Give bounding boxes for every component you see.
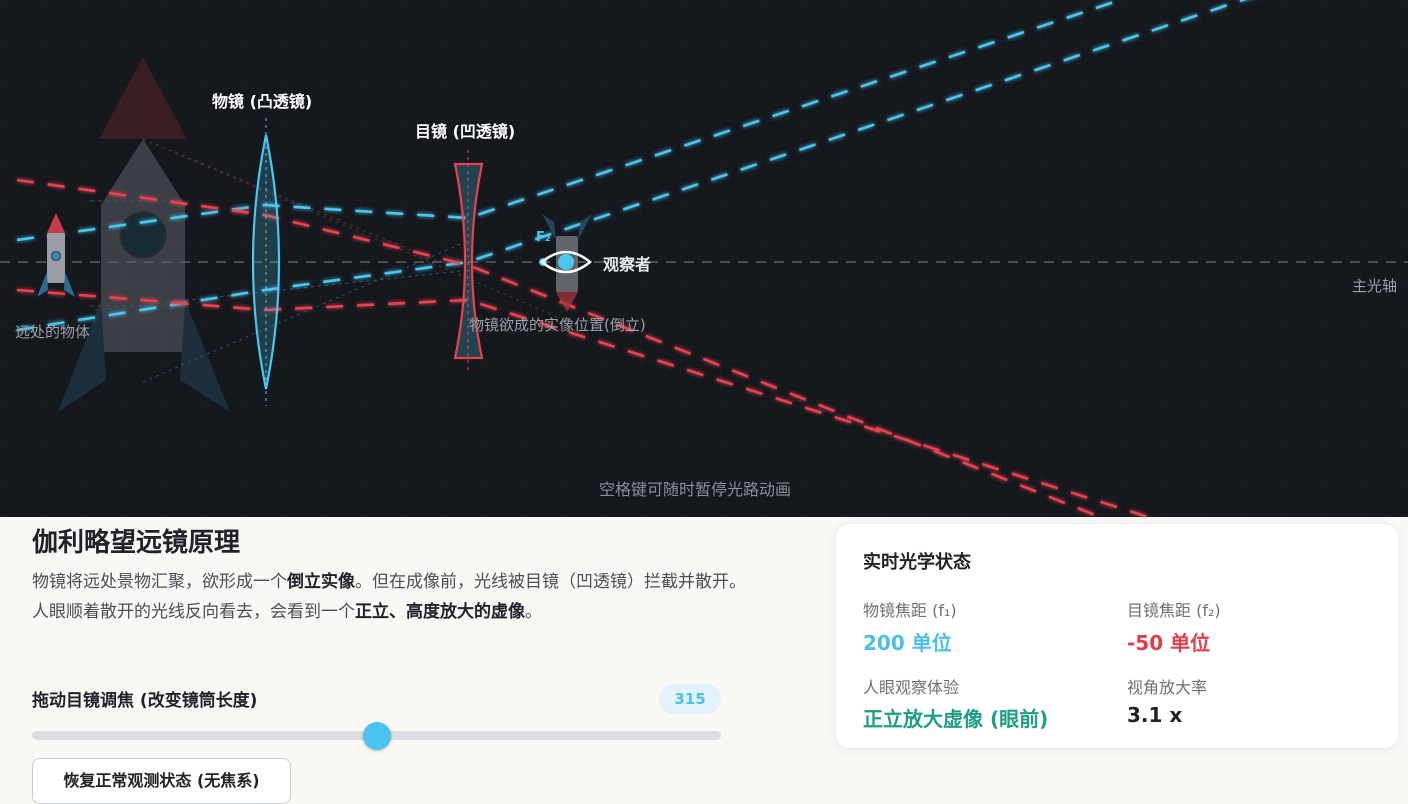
f1-value: 200 单位 [863,631,952,655]
slider-value-badge: 315 [659,684,721,714]
desc-line1-a: 物镜将远处景物汇聚，欲形成一个 [32,572,287,592]
eyepiece-concave-lens [453,150,484,372]
optics-diagram [0,0,1408,517]
page-title: 伽利略望远镜原理 [32,528,241,558]
focus-slider-thumb[interactable] [362,722,391,750]
status-card: 实时光学状态 物镜焦距 (f₁) 200 单位 目镜焦距 (f₂) -50 单位… [835,523,1399,749]
desc-line2-c: 。 [525,602,542,622]
cyan-rays [16,0,1247,332]
f2-value: -50 单位 [1127,631,1211,655]
desc-line2-b: 正立、高度放大的虚像 [355,602,525,622]
f2-label: 目镜焦距 (f₂) [1127,601,1221,620]
eye-experience-value: 正立放大虚像 (眼前) [863,707,1049,731]
objective-convex-lens [251,118,281,406]
real-image-inverted [542,214,592,312]
object-rocket [37,213,75,297]
magnification-label: 视角放大率 [1127,678,1208,697]
optics-canvas: 物镜 (凸透镜) 目镜 (凹透镜) F₂ 观察者 主光轴 远处的物体 物镜欲成的… [0,0,1408,517]
eye-icon [540,250,592,274]
status-title: 实时光学状态 [863,552,971,573]
desc-line2-a: 人眼顺着散开的光线反向看去，会看到一个 [32,602,355,622]
grid-background [0,0,1408,517]
magnification-value: 3.1 x [1127,703,1183,727]
eyepiece-lens-label: 目镜 (凹透镜) [415,122,516,141]
red-rays [16,178,1153,517]
construction-lines-red [142,138,561,319]
pause-hint: 空格键可随时暂停光路动画 [599,480,792,499]
object-label: 远处的物体 [15,323,91,341]
desc-line1-b: 倒立实像 [287,572,355,592]
eye-experience-label: 人眼观察体验 [863,678,960,697]
desc-line1-c: 。但在成像前，光线被目镜（凹透镜）拦截并散开。 [355,572,746,592]
focal-point-label: F₂ [536,230,551,245]
description: 物镜将远处景物汇聚，欲形成一个倒立实像。但在成像前，光线被目镜（凹透镜）拦截并散… [32,567,802,627]
reset-button[interactable]: 恢复正常观测状态 (无焦系) [32,758,291,804]
objective-lens-label: 物镜 (凸透镜) [212,92,313,111]
real-image-label: 物镜欲成的实像位置(倒立) [469,316,646,334]
observer-label: 观察者 [603,255,652,274]
slider-label: 拖动目镜调焦 (改变镜筒长度) [32,691,258,711]
principal-axis-label: 主光轴 [1352,277,1398,295]
f1-label: 物镜焦距 (f₁) [863,601,957,620]
